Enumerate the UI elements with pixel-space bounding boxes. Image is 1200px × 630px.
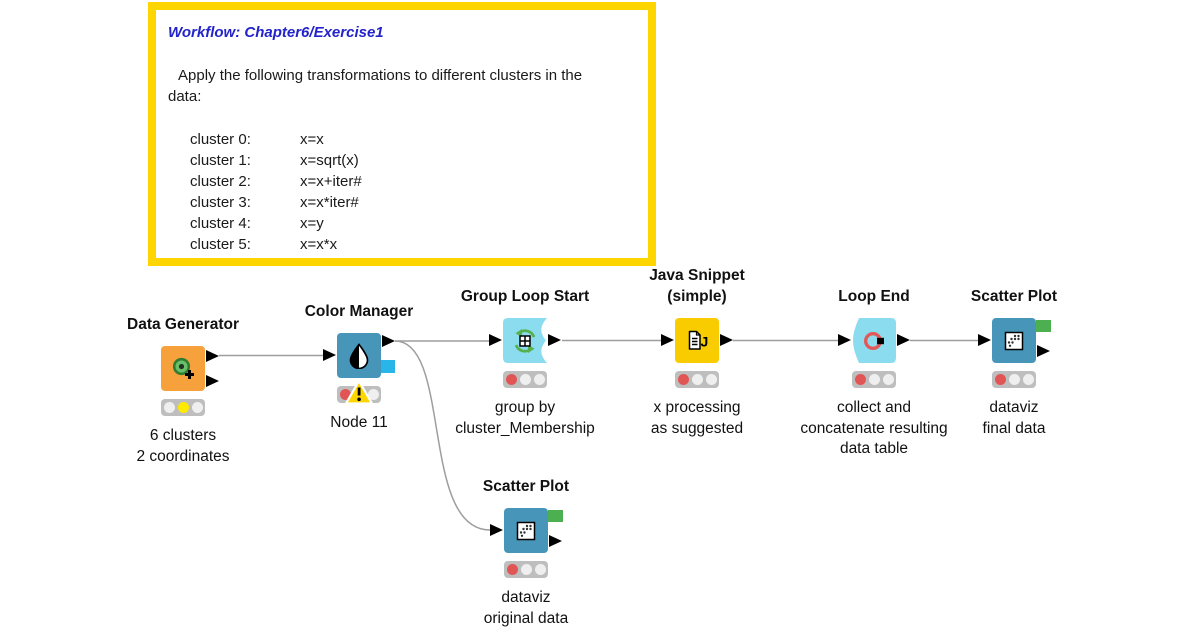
- traffic-light: [504, 561, 548, 578]
- svg-text:J: J: [701, 333, 709, 349]
- input-port[interactable]: [838, 334, 851, 346]
- scatter-plot-body[interactable]: [992, 318, 1036, 363]
- node-group-loop-start[interactable]: Group Loop Start group by cluster_Member…: [455, 288, 595, 437]
- output-port-image[interactable]: [548, 510, 563, 522]
- java-snippet-body[interactable]: J: [675, 318, 719, 363]
- traffic-light-yellow: [520, 564, 532, 575]
- traffic-light-green: [367, 389, 379, 400]
- data-generator-body[interactable]: [161, 346, 205, 391]
- traffic-light-yellow: [868, 374, 880, 385]
- traffic-light-green: [1022, 374, 1034, 385]
- node-title: Data Generator: [127, 316, 239, 333]
- node-title: Java Snippet (simple): [649, 267, 745, 305]
- traffic-light-red: [994, 374, 1006, 385]
- node-label: dataviz final data: [982, 399, 1046, 437]
- output-port[interactable]: [720, 334, 733, 346]
- scatter-plot-body[interactable]: [504, 508, 548, 553]
- loop-end-body[interactable]: [852, 318, 896, 363]
- node-scatter-plot-final[interactable]: Scatter Plot dataviz final data: [971, 288, 1057, 437]
- node-label: group by cluster_Membership: [455, 399, 595, 437]
- input-port[interactable]: [323, 349, 336, 361]
- output-port-table[interactable]: [382, 335, 395, 347]
- workflow-annotation[interactable]: Workflow: Chapter6/Exercise1 Apply the f…: [148, 2, 656, 266]
- annotation-title: Workflow: Chapter6/Exercise1: [168, 24, 384, 41]
- list-item: cluster 0: x=x: [190, 131, 324, 148]
- node-data-generator[interactable]: Data Generator 6 clusters 2 coordinates: [127, 316, 239, 465]
- list-item: cluster 5: x=x*x: [190, 236, 338, 253]
- output-port[interactable]: [549, 535, 562, 547]
- output-port-2[interactable]: [206, 374, 219, 387]
- color-droplet-icon: [349, 342, 369, 369]
- traffic-light-red: [339, 389, 351, 400]
- java-document-icon: J: [688, 330, 709, 350]
- node-label: collect and concatenate resulting data t…: [800, 399, 948, 457]
- output-port[interactable]: [1037, 345, 1050, 357]
- traffic-light-green: [191, 402, 203, 413]
- output-port-1[interactable]: [206, 349, 219, 362]
- node-loop-end[interactable]: Loop End collect and concatenate resulti…: [800, 288, 947, 457]
- node-title: Scatter Plot: [970, 288, 1058, 305]
- node-java-snippet[interactable]: Java Snippet (simple) J x processing as …: [649, 267, 745, 437]
- traffic-light-green: [705, 374, 717, 385]
- traffic-light-yellow: [177, 402, 189, 413]
- loop-refresh-table-icon: [514, 328, 536, 353]
- node-title: Scatter Plot: [482, 478, 570, 495]
- traffic-light-yellow: [1008, 374, 1020, 385]
- traffic-light: [503, 371, 547, 388]
- color-manager-body[interactable]: [337, 333, 381, 378]
- output-port[interactable]: [897, 334, 910, 346]
- node-color-manager[interactable]: Color Manager Node 11: [305, 303, 414, 431]
- input-port[interactable]: [661, 334, 674, 346]
- list-item: cluster 2: x=x+iter#: [190, 173, 362, 190]
- scatter-dots-icon: [516, 521, 536, 540]
- scatter-dots-icon: [1004, 331, 1024, 350]
- node-label: dataviz original data: [483, 589, 569, 627]
- list-item: cluster 1: x=sqrt(x): [190, 152, 359, 169]
- input-port[interactable]: [489, 334, 502, 346]
- traffic-light-yellow: [691, 374, 703, 385]
- node-label: x processing as suggested: [650, 399, 744, 437]
- traffic-light: [675, 371, 719, 388]
- node-scatter-plot-original[interactable]: Scatter Plot dataviz original data: [483, 478, 569, 627]
- warning-icon: [344, 379, 374, 405]
- cluster-transform-list: cluster 0: x=x cluster 1: x=sqrt(x) clus…: [168, 129, 636, 255]
- cluster-generator-icon: [172, 357, 194, 379]
- node-title: Group Loop Start: [460, 288, 590, 305]
- output-port-color-model[interactable]: [381, 360, 395, 373]
- traffic-light-yellow: [519, 374, 531, 385]
- traffic-light: [852, 371, 896, 388]
- node-label: 6 clusters 2 coordinates: [136, 427, 230, 465]
- traffic-light-red: [677, 374, 689, 385]
- input-port[interactable]: [490, 524, 503, 536]
- list-item: cluster 3: x=x*iter#: [190, 194, 359, 211]
- node-title: Loop End: [838, 288, 910, 305]
- output-port[interactable]: [548, 334, 561, 346]
- output-port-image[interactable]: [1036, 320, 1051, 332]
- traffic-light-green: [533, 374, 545, 385]
- traffic-light-red: [163, 402, 175, 413]
- traffic-light-red: [854, 374, 866, 385]
- list-item: cluster 4: x=y: [190, 215, 324, 232]
- loop-end-ring-icon: [863, 331, 884, 350]
- traffic-light-red: [505, 374, 517, 385]
- traffic-light-red: [506, 564, 518, 575]
- node-label: Node 11: [330, 414, 388, 431]
- connection-colormanager-scatterplot-original[interactable]: [394, 340, 491, 531]
- node-title: Color Manager: [304, 303, 414, 320]
- traffic-light: [161, 399, 205, 416]
- traffic-light-green: [534, 564, 546, 575]
- traffic-light: [992, 371, 1036, 388]
- annotation-intro: Apply the following transformations to d…: [168, 67, 583, 105]
- traffic-light-green: [882, 374, 894, 385]
- input-port[interactable]: [978, 334, 991, 346]
